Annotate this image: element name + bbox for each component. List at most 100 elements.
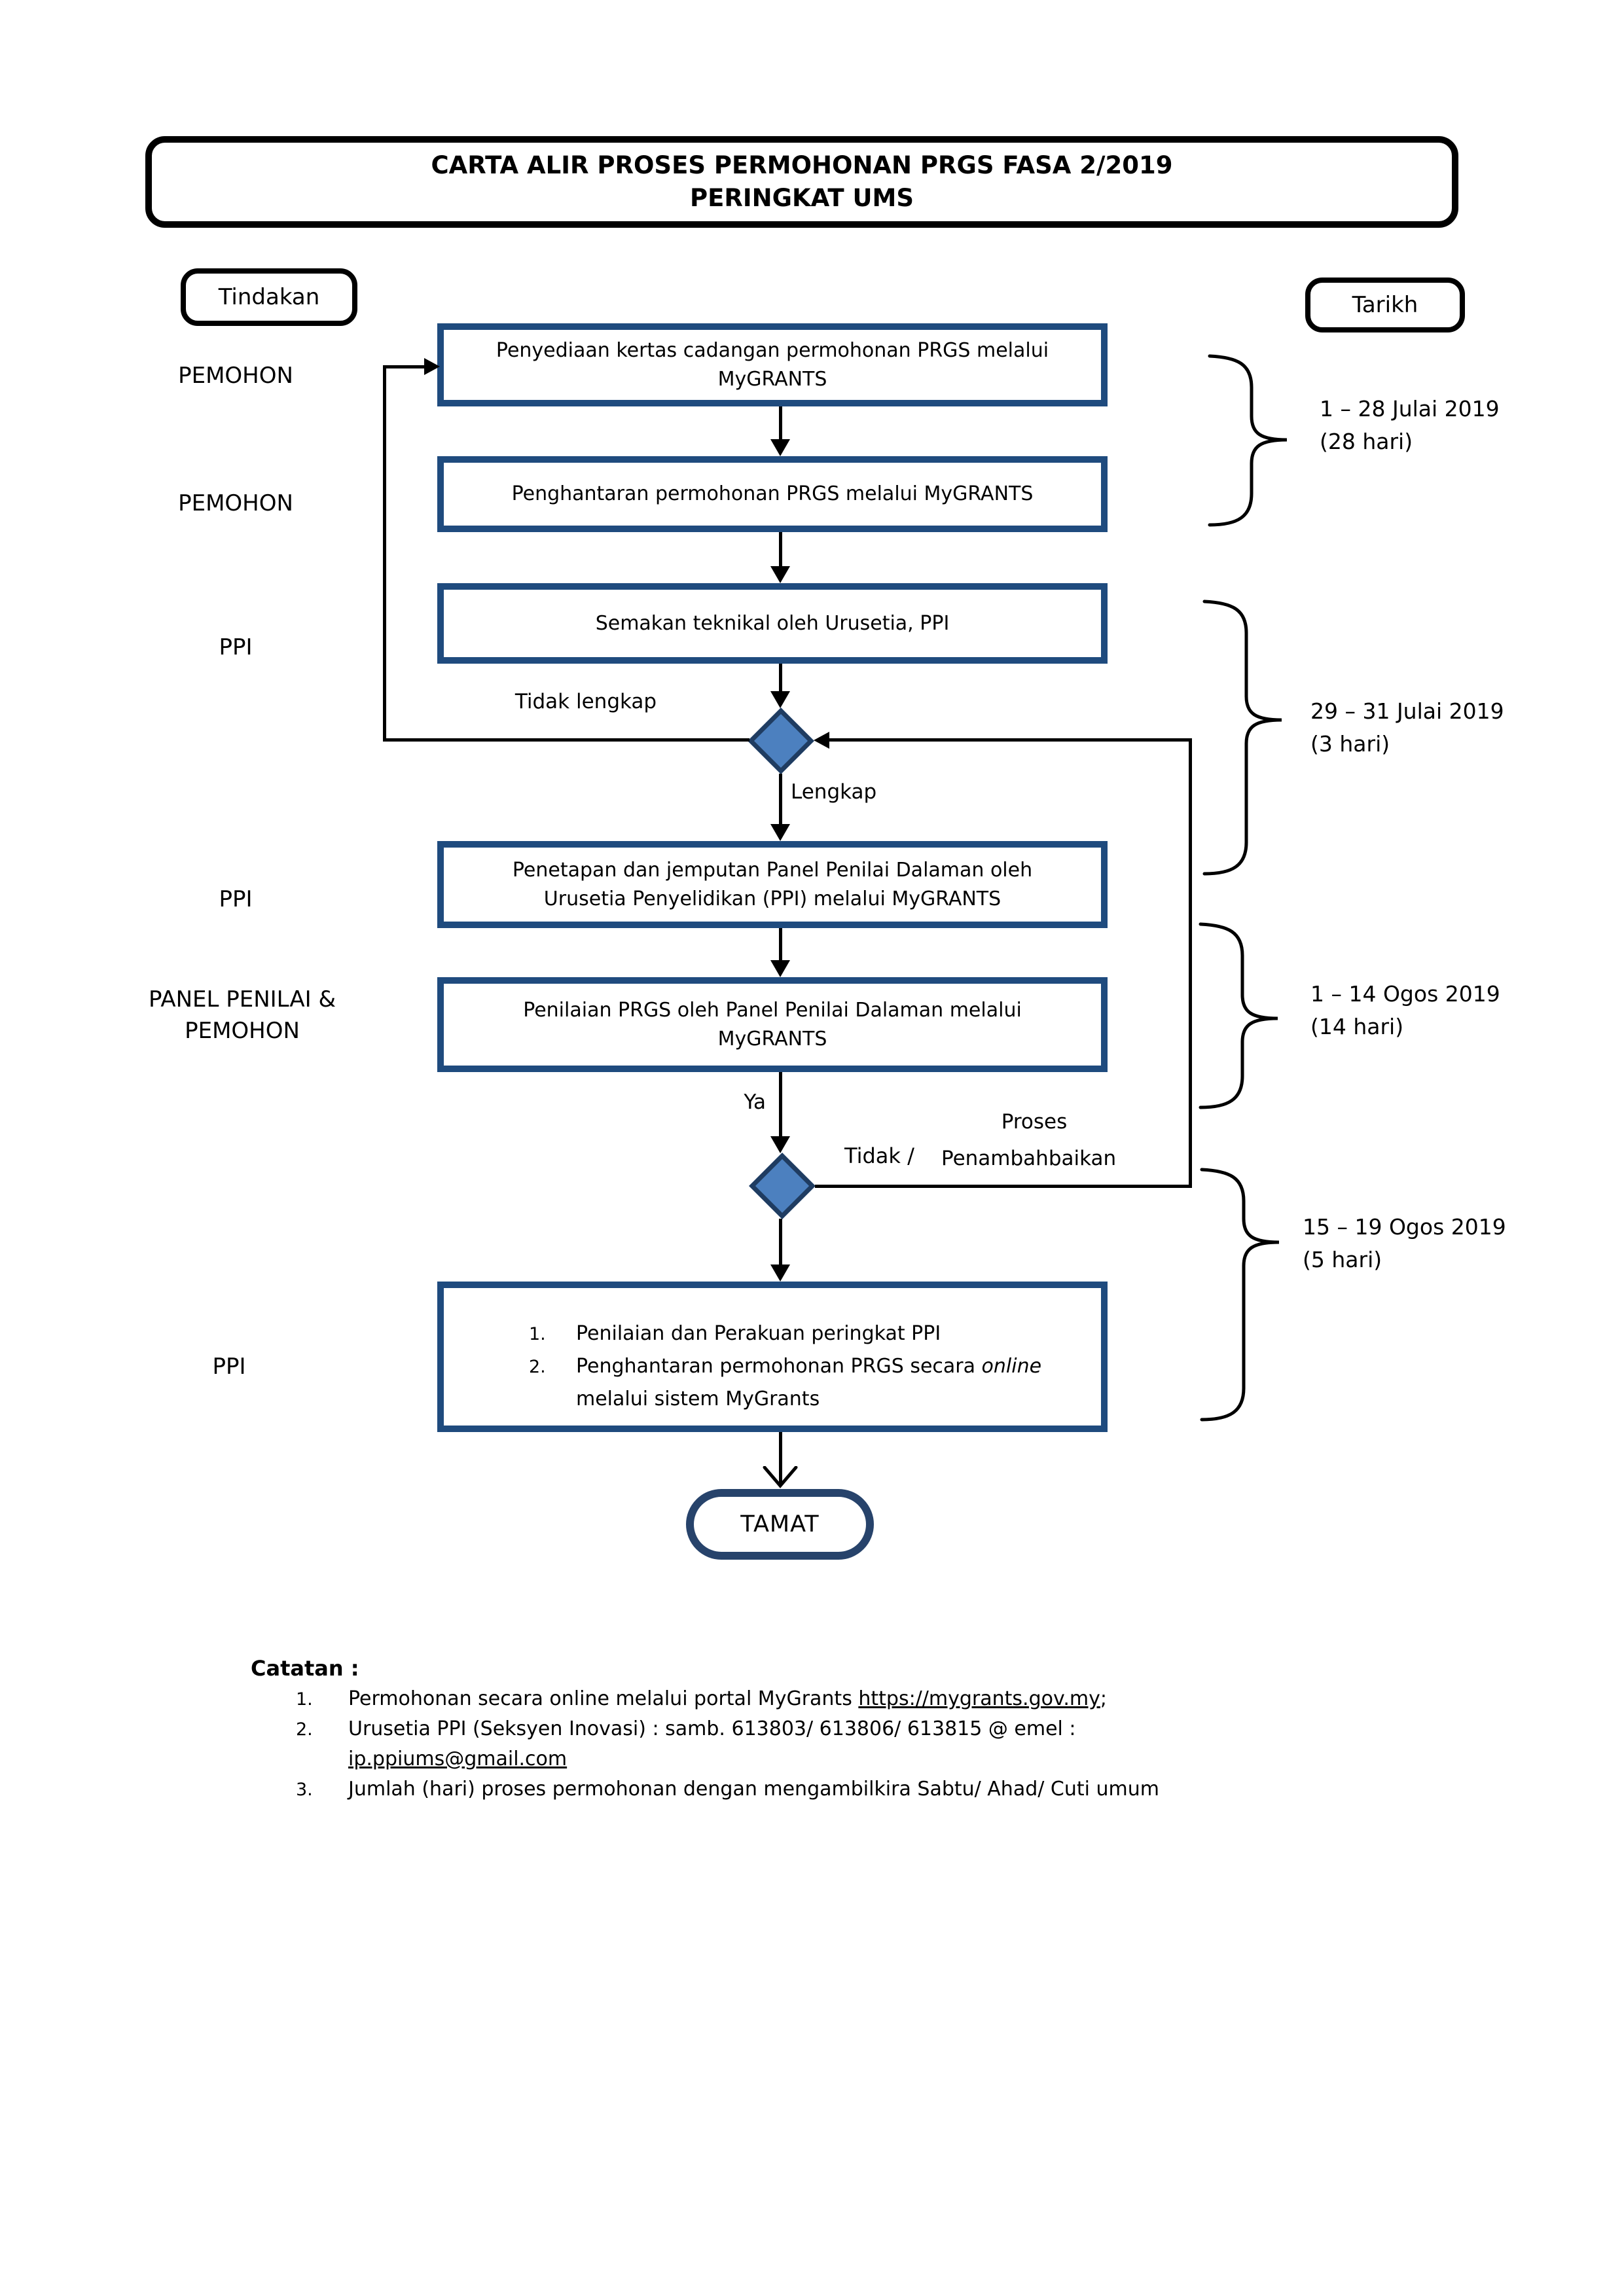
date-column-label: Tarikh bbox=[1352, 292, 1418, 318]
step-box-semakan: Semakan teknikal oleh Urusetia, PPI bbox=[437, 583, 1108, 664]
feedback-improve-bottom-line bbox=[815, 1185, 1192, 1188]
note-item-1-text-pre: Permohonan secara online melalui portal … bbox=[348, 1687, 859, 1710]
timeline-date-4-range: 15 – 19 Ogos 2019 bbox=[1303, 1214, 1506, 1240]
step-penilaian-line-1: Penilaian PRGS oleh Panel Penilai Dalama… bbox=[523, 998, 1022, 1022]
timeline-brace-2-icon bbox=[1202, 600, 1282, 876]
note-item-3: 3. Jumlah (hari) proses permohonan denga… bbox=[296, 1778, 1422, 1801]
connector-step2-step3-arrowhead-icon bbox=[770, 566, 790, 583]
title-line-2: PERINGKAT UMS bbox=[689, 184, 914, 212]
branch-label-proses: Proses bbox=[1001, 1110, 1068, 1134]
actor-label-ppi-2: PPI bbox=[219, 886, 253, 912]
feedback-incomplete-bottom-line bbox=[383, 738, 749, 742]
step-penghantaran-line-1: Penghantaran permohonan PRGS melalui MyG… bbox=[511, 482, 1034, 505]
connector-step3-decision1-line bbox=[779, 664, 782, 691]
note-item-1-text: Permohonan secara online melalui portal … bbox=[348, 1687, 1107, 1710]
connector-step6-terminator-arrowhead-icon bbox=[763, 1466, 798, 1488]
timeline-brace-1-path bbox=[1208, 354, 1288, 527]
connector-step5-decision2-arrowhead-icon bbox=[770, 1136, 790, 1153]
step-semakan-line-1: Semakan teknikal oleh Urusetia, PPI bbox=[595, 611, 950, 635]
perakuan-item-2-text-pre: Penghantaran permohonan PRGS secara bbox=[576, 1355, 982, 1378]
actor-label-panel-penilai: PANEL PENILAI & PEMOHON bbox=[105, 984, 380, 1047]
perakuan-item-2-text-online: online bbox=[981, 1355, 1042, 1378]
note-item-2: 2. Urusetia PPI (Seksyen Inovasi) : samb… bbox=[296, 1717, 1422, 1740]
perakuan-list-item-2: 2. Penghantaran permohonan PRGS secara o… bbox=[529, 1352, 1041, 1382]
connector-step4-step5-line bbox=[779, 928, 782, 960]
step-penyediaan-line-2: MyGRANTS bbox=[717, 367, 827, 391]
step-penetapan-line-2: Urusetia Penyelidikan (PPI) melalui MyGR… bbox=[543, 887, 1001, 910]
timeline-date-3: 1 – 14 Ogos 2019 (14 hari) bbox=[1310, 978, 1500, 1043]
feedback-improve-vertical-line bbox=[1189, 738, 1192, 1188]
action-column-label: Tindakan bbox=[218, 284, 320, 310]
branch-label-tidak: Tidak / bbox=[844, 1143, 914, 1168]
timeline-date-1-range: 1 – 28 Julai 2019 bbox=[1320, 396, 1500, 422]
branch-label-penambahbaikan: Penambahbaikan bbox=[941, 1147, 1117, 1170]
perakuan-list-item-2-continued: melalui sistem MyGrants bbox=[576, 1385, 820, 1414]
timeline-brace-3-path bbox=[1199, 922, 1278, 1109]
note-item-1-text-post: ; bbox=[1100, 1687, 1108, 1710]
note-item-3-number: 3. bbox=[296, 1780, 313, 1800]
step-box-penghantaran: Penghantaran permohonan PRGS melalui MyG… bbox=[437, 456, 1108, 532]
step-box-penilaian: Penilaian PRGS oleh Panel Penilai Dalama… bbox=[437, 977, 1108, 1072]
actor-label-panel-penilai-line-2: PEMOHON bbox=[185, 1018, 300, 1044]
perakuan-item-2-number: 2. bbox=[529, 1357, 546, 1377]
actor-label-ppi-3: PPI bbox=[212, 1354, 246, 1380]
perakuan-item-2-text-line-2: melalui sistem MyGrants bbox=[576, 1388, 820, 1410]
ppi-email-link[interactable]: ip.ppiums@gmail.com bbox=[348, 1748, 568, 1770]
timeline-date-3-range: 1 – 14 Ogos 2019 bbox=[1310, 981, 1500, 1007]
timeline-date-4-duration: (5 hari) bbox=[1303, 1247, 1382, 1272]
connector-step2-step3-line bbox=[779, 532, 782, 566]
step-box-penyediaan: Penyediaan kertas cadangan permohonan PR… bbox=[437, 323, 1108, 406]
connector-step5-decision2-line bbox=[779, 1072, 782, 1136]
timeline-date-2: 29 – 31 Julai 2019 (3 hari) bbox=[1310, 695, 1504, 761]
actor-label-panel-penilai-line-1: PANEL PENILAI & bbox=[148, 986, 336, 1013]
perakuan-list-item-1: 1. Penilaian dan Perakuan peringkat PPI bbox=[529, 1319, 941, 1349]
branch-label-tidak-lengkap: Tidak lengkap bbox=[514, 690, 657, 713]
decision-diamond-semakan bbox=[748, 708, 814, 774]
connector-decision2-step6-arrowhead-icon bbox=[770, 1265, 790, 1282]
timeline-brace-1-icon bbox=[1208, 354, 1288, 527]
timeline-date-1-duration: (28 hari) bbox=[1320, 429, 1413, 454]
actor-label-pemohon-2: PEMOHON bbox=[178, 490, 293, 516]
timeline-brace-3-icon bbox=[1199, 922, 1278, 1109]
timeline-date-1: 1 – 28 Julai 2019 (28 hari) bbox=[1320, 393, 1500, 458]
perakuan-item-1-text: Penilaian dan Perakuan peringkat PPI bbox=[576, 1322, 941, 1345]
connector-step1-step2-line bbox=[779, 406, 782, 439]
connector-decision2-step6-line bbox=[779, 1219, 782, 1265]
note-item-2-number: 2. bbox=[296, 1719, 313, 1740]
connector-step6-terminator-line bbox=[779, 1432, 782, 1484]
title-box: CARTA ALIR PROSES PERMOHONAN PRGS FASA 2… bbox=[145, 136, 1458, 228]
timeline-date-4: 15 – 19 Ogos 2019 (5 hari) bbox=[1303, 1211, 1506, 1276]
timeline-brace-4-icon bbox=[1200, 1168, 1280, 1422]
feedback-incomplete-top-line bbox=[383, 365, 424, 368]
actor-label-ppi-1: PPI bbox=[219, 634, 253, 660]
step-box-perakuan: 1. Penilaian dan Perakuan peringkat PPI … bbox=[437, 1282, 1108, 1432]
connector-step3-decision1-arrowhead-icon bbox=[770, 691, 790, 708]
open-arrowhead-path bbox=[763, 1466, 798, 1488]
note-item-1: 1. Permohonan secara online melalui port… bbox=[296, 1687, 1422, 1710]
step-penilaian-line-2: MyGRANTS bbox=[717, 1027, 827, 1050]
step-penetapan-line-1: Penetapan dan jemputan Panel Penilai Dal… bbox=[512, 858, 1033, 882]
timeline-date-2-duration: (3 hari) bbox=[1310, 731, 1390, 757]
timeline-brace-2-path bbox=[1202, 600, 1282, 876]
notes-heading: Catatan : bbox=[251, 1656, 359, 1681]
feedback-incomplete-vertical-line bbox=[383, 365, 386, 742]
title-line-1: CARTA ALIR PROSES PERMOHONAN PRGS FASA 2… bbox=[431, 151, 1173, 179]
date-column-header: Tarikh bbox=[1305, 278, 1465, 332]
action-column-header: Tindakan bbox=[181, 268, 357, 326]
branch-label-lengkap: Lengkap bbox=[791, 780, 877, 804]
terminator-tamat: TAMAT bbox=[686, 1489, 874, 1560]
connector-decision1-step4-arrowhead-icon bbox=[770, 824, 790, 841]
note-item-2-text: Urusetia PPI (Seksyen Inovasi) : samb. 6… bbox=[348, 1717, 1076, 1740]
timeline-date-3-duration: (14 hari) bbox=[1310, 1014, 1404, 1039]
perakuan-item-2-text: Penghantaran permohonan PRGS secara onli… bbox=[576, 1352, 1041, 1381]
note-item-1-number: 1. bbox=[296, 1689, 313, 1710]
note-item-3-text: Jumlah (hari) proses permohonan dengan m… bbox=[348, 1778, 1159, 1801]
timeline-brace-4-path bbox=[1200, 1168, 1280, 1422]
mygrants-portal-link[interactable]: https://mygrants.gov.my bbox=[858, 1687, 1100, 1710]
connector-step1-step2-arrowhead-icon bbox=[770, 439, 790, 456]
step-box-penetapan: Penetapan dan jemputan Panel Penilai Dal… bbox=[437, 841, 1108, 928]
feedback-incomplete-arrowhead-icon bbox=[424, 358, 440, 375]
connector-step4-step5-arrowhead-icon bbox=[770, 960, 790, 977]
actor-label-pemohon-1: PEMOHON bbox=[178, 363, 293, 389]
timeline-date-2-range: 29 – 31 Julai 2019 bbox=[1310, 698, 1504, 724]
